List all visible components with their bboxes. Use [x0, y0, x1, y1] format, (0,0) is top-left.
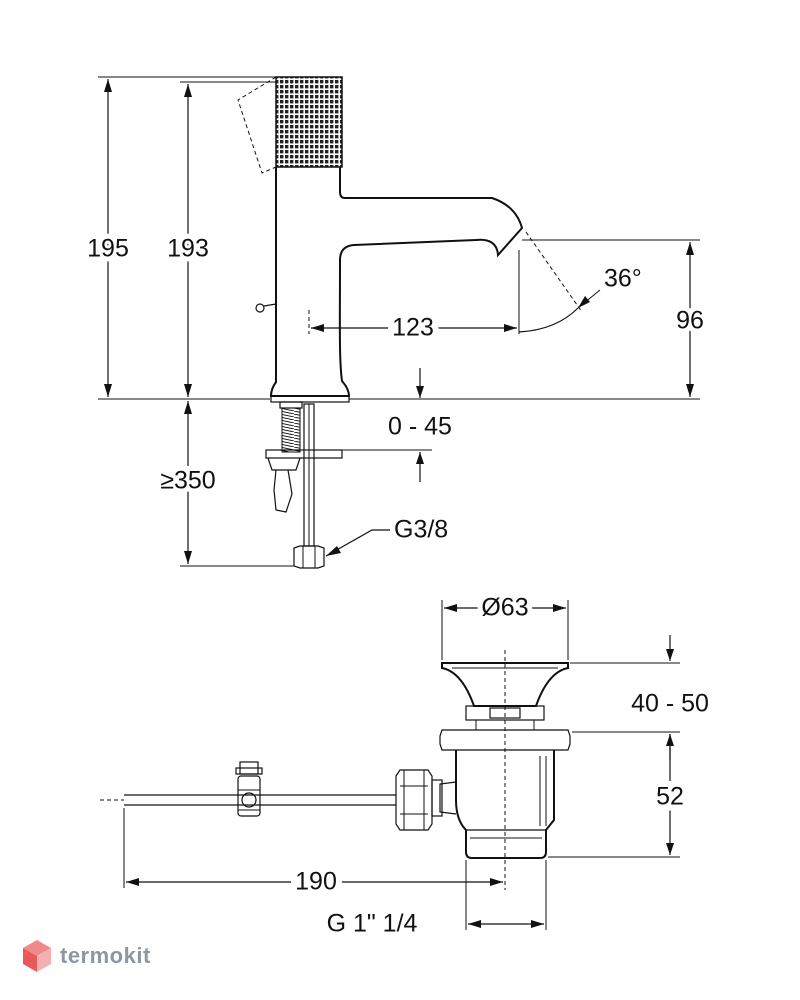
waste-dimensions: Ø63 40 - 50 52 190 G 1" 1/4 — [123, 589, 709, 938]
waste-body — [455, 750, 555, 859]
rod-clamp — [235, 761, 263, 817]
faucet-handle — [275, 76, 343, 168]
brand-name: termokit — [60, 943, 151, 968]
dim-spout-angle: 36° — [604, 265, 642, 293]
faucet-drawing — [237, 76, 524, 569]
dim-body-height: 193 — [167, 235, 209, 263]
dim-deck-thickness: 0 - 45 — [388, 413, 452, 441]
waste-locknut — [439, 729, 571, 751]
brand-logo: termokit — [22, 936, 151, 976]
faucet-body — [269, 167, 524, 397]
dim-spout-height: 96 — [676, 307, 704, 335]
faucet-dimensions: 195 193 96 123 36° 0 - 45 — [82, 76, 709, 567]
dim-hose-length: ≥350 — [160, 467, 215, 495]
side-union-nut — [395, 769, 433, 831]
dim-total-height: 195 — [87, 235, 129, 263]
dim-waste-diameter: Ø63 — [481, 594, 528, 622]
cube-icon — [23, 940, 51, 972]
dim-supply-thread: G3/8 — [394, 516, 448, 544]
waste-drawing — [100, 650, 571, 890]
handle-rotation-outline — [237, 76, 277, 174]
hex-nut — [293, 545, 325, 569]
mounting-thread — [281, 407, 301, 453]
dim-waste-plug-range: 40 - 50 — [631, 690, 709, 718]
pop-up-knob — [255, 303, 265, 313]
dim-spout-reach: 123 — [392, 314, 434, 342]
dim-waste-body-height: 52 — [656, 783, 684, 811]
dim-waste-thread: G 1" 1/4 — [327, 910, 418, 938]
dim-waste-rod-length: 190 — [295, 868, 337, 896]
